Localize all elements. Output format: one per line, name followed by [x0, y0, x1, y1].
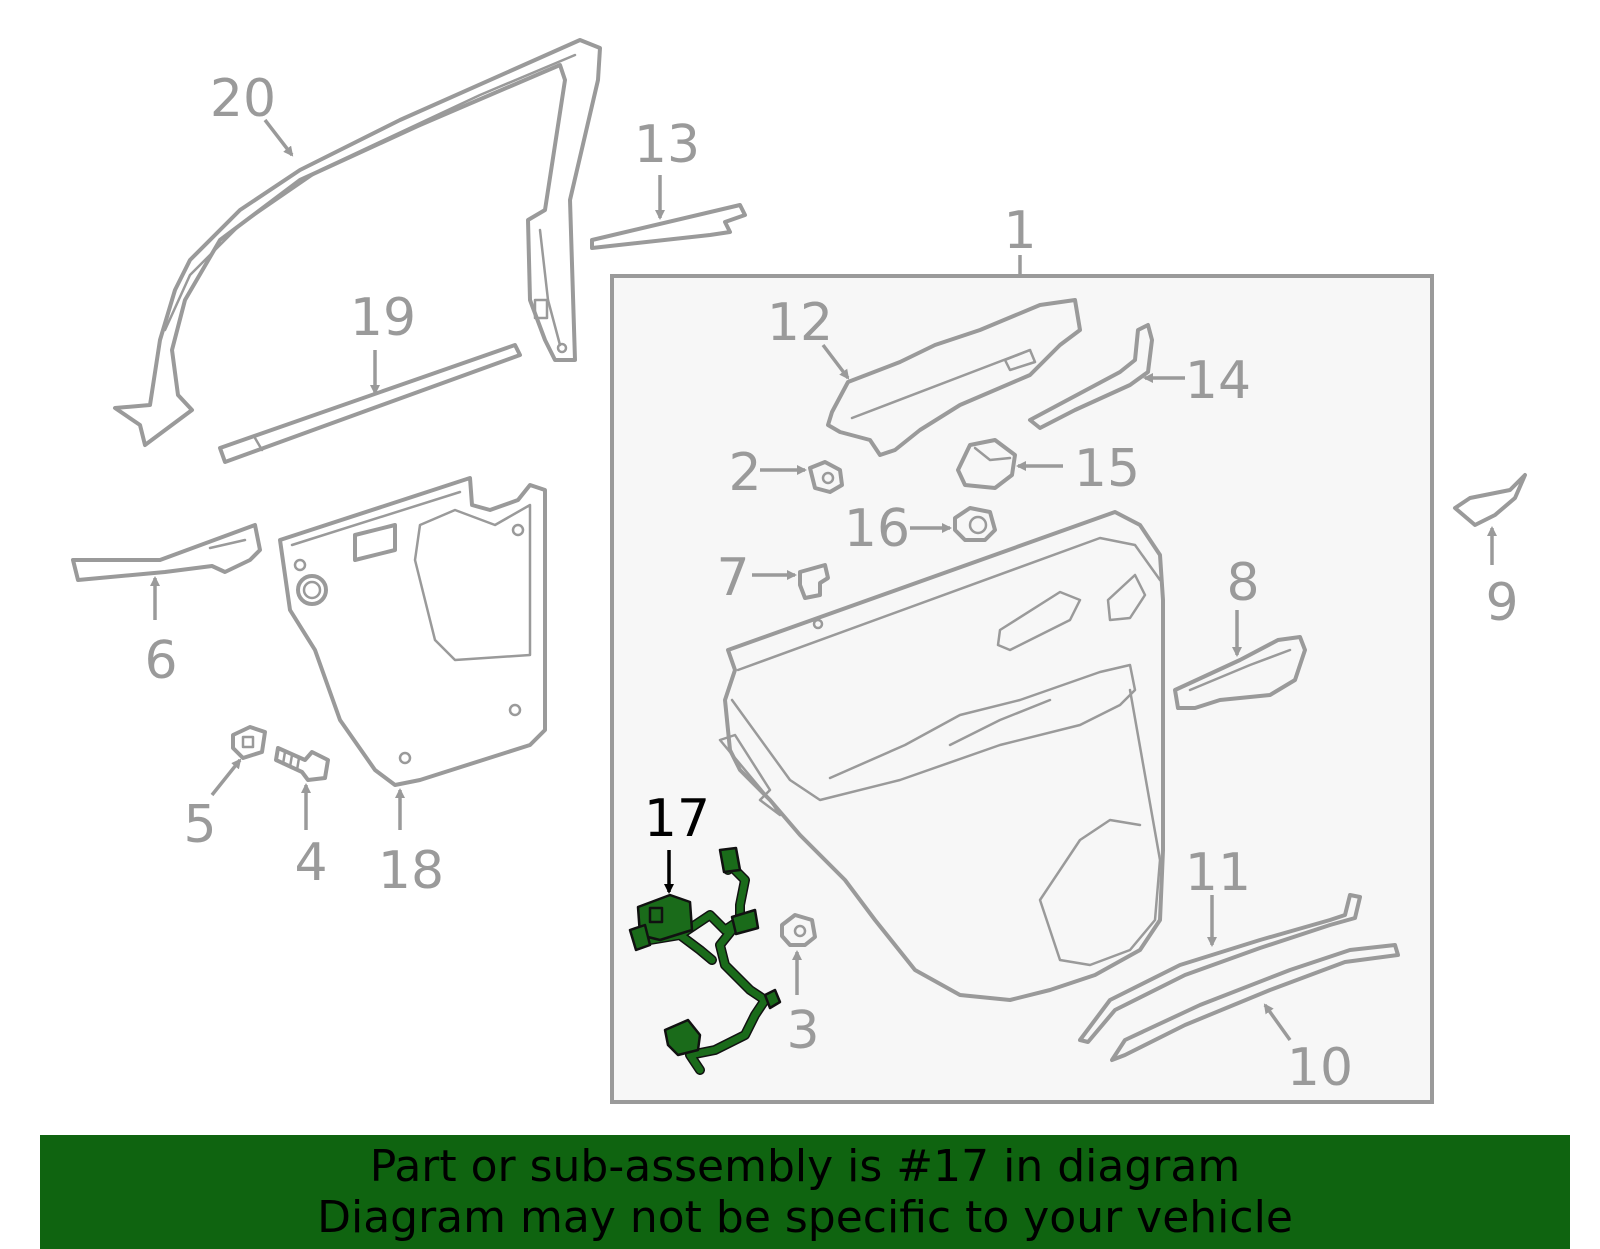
callout-9: 9 [1485, 573, 1518, 633]
part-11-molding [1078, 893, 1362, 1044]
part-9-trim [1453, 473, 1527, 527]
callout-12: 12 [767, 293, 833, 353]
banner-line-2: Diagram may not be specific to your vehi… [317, 1192, 1293, 1243]
part-12-switch-bezel [826, 298, 1082, 457]
part-16-grommet [953, 506, 997, 542]
callout-7: 7 [716, 548, 749, 608]
part-17-wiring-harness [628, 846, 782, 1075]
callout-8: 8 [1226, 553, 1259, 613]
leader-5 [210, 758, 242, 797]
part-20-door-frame [113, 38, 602, 447]
part-13-molding [590, 203, 747, 250]
callout-4: 4 [294, 833, 327, 893]
callout-2: 2 [728, 443, 761, 503]
callout-5: 5 [183, 795, 216, 855]
callout-20: 20 [210, 69, 276, 129]
info-banner: Part or sub-assembly is #17 in diagram D… [40, 1135, 1570, 1249]
part-8-handle [1173, 635, 1307, 710]
assembly-box [610, 274, 1434, 1104]
part-6-bracket [71, 523, 262, 582]
part-3-clip [780, 913, 817, 947]
callout-17: 17 [644, 789, 710, 849]
callout-1: 1 [1003, 201, 1036, 261]
part-2-clip [808, 460, 844, 494]
banner-line-1: Part or sub-assembly is #17 in diagram [369, 1141, 1241, 1192]
callout-14: 14 [1185, 351, 1251, 411]
leader-20 [263, 118, 294, 157]
leader-12 [821, 343, 850, 380]
part-4-bolt [274, 746, 330, 782]
callout-3: 3 [786, 1001, 819, 1061]
callout-18: 18 [378, 841, 444, 901]
callout-19: 19 [350, 288, 416, 348]
callout-15: 15 [1074, 439, 1140, 499]
part-15-pad [956, 438, 1017, 490]
leader-10 [1263, 1003, 1292, 1042]
part-1-trim-panel [718, 510, 1165, 1002]
callout-10: 10 [1287, 1038, 1353, 1098]
part-18-water-shield [278, 476, 547, 787]
callout-11: 11 [1185, 843, 1251, 903]
callout-16: 16 [844, 499, 910, 559]
callout-13: 13 [634, 115, 700, 175]
part-19-weatherstrip [218, 343, 522, 464]
part-7-push-clip [798, 563, 830, 600]
part-5-clip-nut [231, 725, 267, 760]
part-10-molding [1110, 943, 1400, 1062]
part-14-bracket [1028, 323, 1154, 430]
callout-6: 6 [144, 631, 177, 691]
